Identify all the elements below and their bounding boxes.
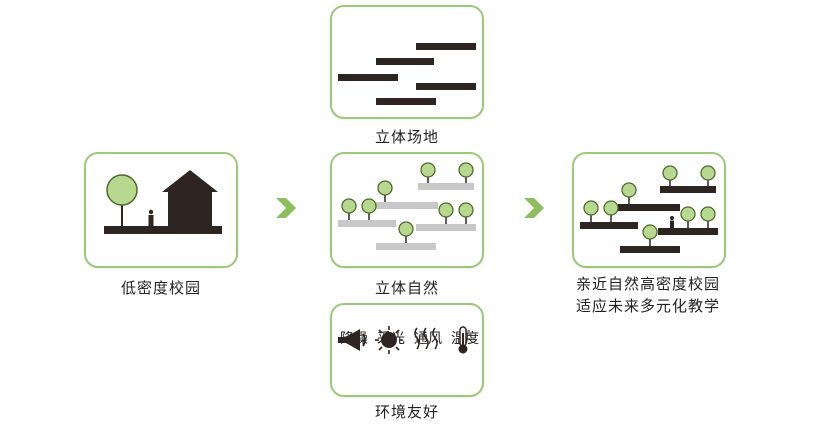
result-caption-line1: 亲近自然高密度校园 <box>575 275 720 293</box>
tree <box>700 165 716 186</box>
tree <box>377 180 393 202</box>
daylight-factor: 采光 <box>371 325 411 354</box>
tree <box>621 182 637 204</box>
platform-bar <box>418 183 474 190</box>
platform-bar <box>660 186 716 193</box>
person-icon <box>148 209 154 226</box>
vertical-site-illustration <box>338 43 476 105</box>
platform-bar <box>620 246 680 253</box>
chevron-right-icon <box>276 198 296 218</box>
noise-reduction-factor: 降噪 <box>334 325 374 351</box>
house-icon <box>162 170 218 226</box>
sun-icon <box>375 326 403 354</box>
factor-label: 通风 <box>414 331 442 347</box>
ground-bar <box>104 226 222 234</box>
tree <box>106 174 138 206</box>
platform-bar <box>416 83 476 90</box>
tree <box>642 224 658 246</box>
platform-bar <box>338 220 396 227</box>
tree <box>662 165 678 186</box>
vertical-site-caption: 立体场地 <box>374 128 439 146</box>
low-density-illustration <box>104 170 222 234</box>
vertical-nature-illustration <box>338 162 476 250</box>
tree <box>398 221 414 243</box>
platform-bar <box>376 98 436 105</box>
tree <box>700 206 716 228</box>
platform-bar <box>658 228 718 235</box>
tree <box>583 200 599 222</box>
tree <box>438 202 454 224</box>
result-panel <box>572 152 726 268</box>
ventilation-factor: 通风 <box>408 325 448 350</box>
result-illustration <box>580 165 718 253</box>
tree <box>361 198 377 220</box>
megaphone-icon <box>338 329 366 351</box>
tree <box>603 200 619 222</box>
tree <box>458 202 474 224</box>
tree <box>420 162 436 183</box>
tree <box>680 206 696 228</box>
temperature-factor: 温度 <box>445 325 485 354</box>
platform-bar <box>376 58 434 65</box>
wind-icon <box>414 327 438 350</box>
platform-bar <box>376 243 436 250</box>
platform-bar <box>416 224 476 231</box>
thermometer-icon <box>458 326 470 354</box>
low-density-panel <box>84 152 238 268</box>
platform-bar <box>338 74 398 81</box>
platform-bar <box>416 43 476 50</box>
person-icon <box>670 216 674 228</box>
tree <box>341 198 357 220</box>
vertical-nature-panel <box>330 152 484 268</box>
platform-bar <box>618 204 680 211</box>
platform-bar <box>376 202 438 209</box>
vertical-nature-caption: 立体自然 <box>374 279 439 297</box>
platform-bar <box>580 222 638 229</box>
tree <box>458 162 474 183</box>
low-density-caption: 低密度校园 <box>120 279 201 297</box>
vertical-site-panel <box>330 5 484 119</box>
result-caption-line2: 适应未来多元化教学 <box>575 297 720 315</box>
environment-caption: 环境友好 <box>374 403 439 421</box>
environment-panel: 降噪 采光 通风 温度 <box>330 303 484 397</box>
chevron-right-icon <box>524 198 544 218</box>
